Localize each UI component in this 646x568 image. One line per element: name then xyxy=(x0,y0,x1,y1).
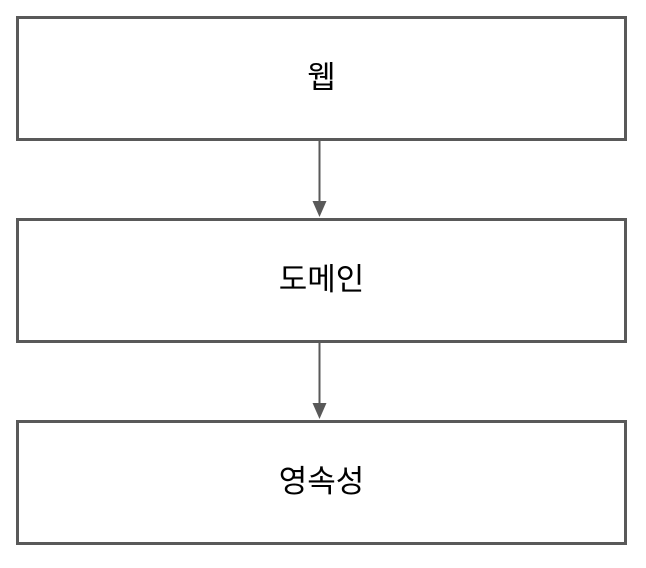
layer-label-persistence: 영속성 xyxy=(278,464,365,500)
layer-box-persistence: 영속성 xyxy=(16,420,627,545)
arrow-domain-to-persistence xyxy=(312,343,327,419)
layer-label-web: 웹 xyxy=(307,60,336,96)
arrow-web-to-domain xyxy=(312,141,327,217)
layer-label-domain: 도메인 xyxy=(278,262,365,298)
layer-box-web: 웹 xyxy=(16,16,627,141)
layer-box-domain: 도메인 xyxy=(16,218,627,343)
